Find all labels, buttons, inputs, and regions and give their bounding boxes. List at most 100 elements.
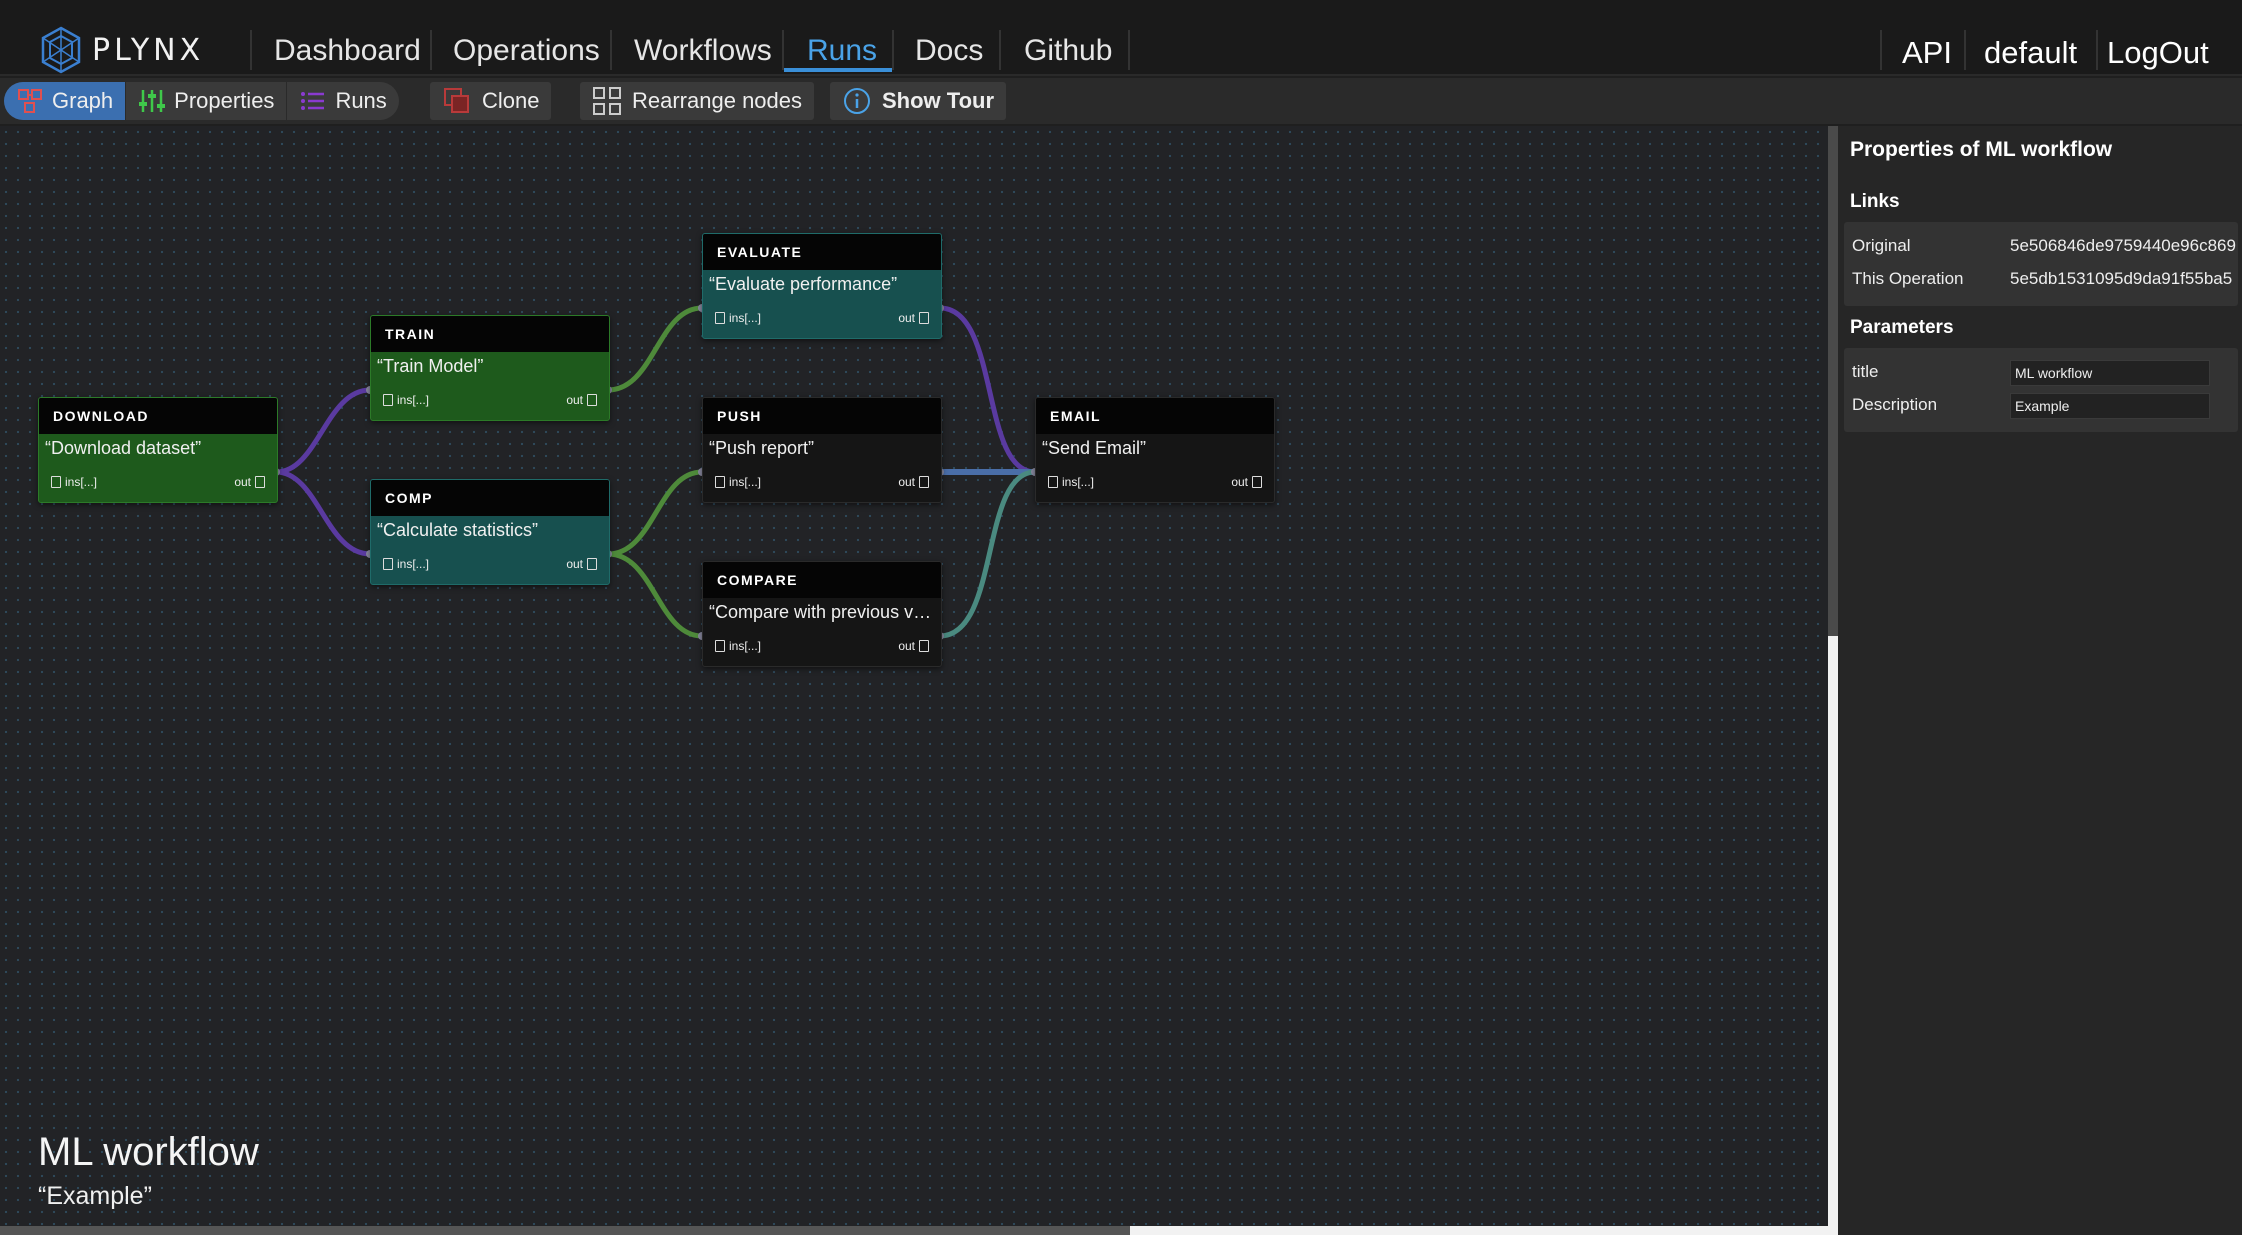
links-box: Original 5e506846de9759440e96c869 This O… [1844,222,2238,306]
file-icon [919,640,929,652]
node-title: “Calculate statistics” [377,520,539,540]
toolbar: Graph Properties Runs [0,78,2242,124]
graph-view-button[interactable]: Graph [4,82,127,120]
file-icon [1048,476,1058,488]
edge-comp-compare [607,551,703,639]
node-title: “Evaluate performance” [709,274,898,294]
clone-label: Clone [482,88,540,113]
horizontal-scrollbar-thumb[interactable] [0,1226,1130,1235]
nav-divider [782,30,784,70]
hexagon-logo-icon [41,26,81,74]
node-title: “Compare with previous ve… [709,602,939,622]
user-menu[interactable]: default [1984,35,2078,70]
file-icon [587,558,597,570]
title-param-input[interactable] [2010,360,2210,386]
input-port[interactable]: ins[...] [711,473,761,491]
input-port[interactable]: ins[...] [711,637,761,655]
input-port[interactable]: ins[...] [47,473,97,491]
file-icon [383,558,393,570]
node-compare[interactable]: COMPARE “Compare with previous ve… ins[.… [702,561,942,667]
show-tour-label: Show Tour [882,88,995,113]
nav-workflows[interactable]: Workflows [634,34,772,67]
nav-runs[interactable]: Runs [807,34,878,67]
output-port[interactable]: out [234,473,269,491]
links-header: Links [1850,191,1900,212]
this-operation-link[interactable]: 5e5db1531095d9da91f55ba5 [2010,269,2233,288]
nav-operations[interactable]: Operations [453,34,600,67]
nav-divider [999,30,1001,70]
description-param-input[interactable] [2010,393,2210,419]
output-port[interactable]: out [566,391,601,409]
graph-label: Graph [52,88,114,113]
output-port-label: out [566,393,583,407]
rearrange-nodes-button[interactable]: Rearrange nodes [580,82,815,120]
output-port-label: out [898,311,915,325]
rearrange-label: Rearrange nodes [632,88,803,113]
node-title: “Push report” [709,438,815,458]
vertical-scrollbar-thumb[interactable] [1828,126,1838,636]
edge-evaluate-email [939,305,1036,475]
clone-icon [444,88,469,113]
output-port[interactable]: out [898,309,933,327]
file-icon [1252,476,1262,488]
nav-dashboard[interactable]: Dashboard [274,34,421,67]
input-port[interactable]: ins[...] [1044,473,1094,491]
output-port-label: out [898,475,915,489]
properties-panel: Properties of ML workflow Links Original… [1838,126,2242,1235]
nav-divider [250,30,252,70]
parameters-header: Parameters [1850,317,1954,338]
node-type-label: PUSH [703,398,941,434]
workflow-description: “Example” [38,1182,152,1210]
parameters-box: title Description [1844,348,2238,432]
original-link[interactable]: 5e506846de9759440e96c869 [2010,236,2236,255]
properties-label: Properties [174,88,275,113]
runs-view-button[interactable]: Runs [287,82,398,120]
node-push[interactable]: PUSH “Push report” ins[...] out [702,397,942,503]
node-title: “Download dataset” [45,438,202,458]
logout-link[interactable]: LogOut [2107,35,2209,70]
api-link[interactable]: API [1902,35,1952,70]
node-title: “Train Model” [377,356,484,376]
nav-divider [1128,30,1130,70]
top-navbar: PLYNX Dashboard Operations Workflows Run… [0,0,2242,76]
show-tour-button[interactable]: Show Tour [830,82,1007,120]
output-port[interactable]: out [898,473,933,491]
nav-docs[interactable]: Docs [915,34,984,67]
node-email[interactable]: EMAIL “Send Email” ins[...] out [1035,397,1275,503]
node-evaluate[interactable]: EVALUATE “Evaluate performance” ins[...]… [702,233,942,339]
output-port[interactable]: out [1231,473,1266,491]
clone-button[interactable]: Clone [430,82,552,120]
input-port-label: ins[...] [1062,475,1095,489]
input-port-label: ins[...] [397,393,430,407]
output-port[interactable]: out [898,637,933,655]
graph-canvas[interactable]: DOWNLOAD “Download dataset” ins[...] out… [0,126,1828,1226]
original-label: Original [1852,236,1911,255]
input-port[interactable]: ins[...] [379,391,429,409]
input-port[interactable]: ins[...] [379,555,429,573]
workflow-title: ML workflow [38,1130,259,1174]
active-tab-indicator [784,68,892,72]
vertical-scrollbar-track[interactable] [1828,636,1838,1235]
node-download[interactable]: DOWNLOAD “Download dataset” ins[...] out [38,397,278,503]
properties-view-button[interactable]: Properties [126,82,288,120]
sliders-icon [139,90,166,112]
description-param-label: Description [1852,395,1938,414]
nav-divider [1964,30,1966,70]
input-port-label: ins[...] [729,311,762,325]
input-port[interactable]: ins[...] [711,309,761,327]
edge-download-train [275,387,371,475]
edge-train-evaluate [607,305,703,393]
plynx-logo[interactable]: PLYNX [40,24,204,76]
nav-divider [430,30,432,70]
output-port[interactable]: out [566,555,601,573]
nav-github[interactable]: Github [1024,34,1113,67]
node-comp[interactable]: COMP “Calculate statistics” ins[...] out [370,479,610,585]
title-param-label: title [1852,362,1879,381]
output-port-label: out [1231,475,1248,489]
node-type-label: EVALUATE [703,234,941,270]
node-train[interactable]: TRAIN “Train Model” ins[...] out [370,315,610,421]
output-port-label: out [234,475,251,489]
horizontal-scrollbar-track[interactable] [1130,1226,1828,1235]
panel-title: Properties of ML workflow [1850,138,2113,161]
node-type-label: DOWNLOAD [39,398,277,434]
